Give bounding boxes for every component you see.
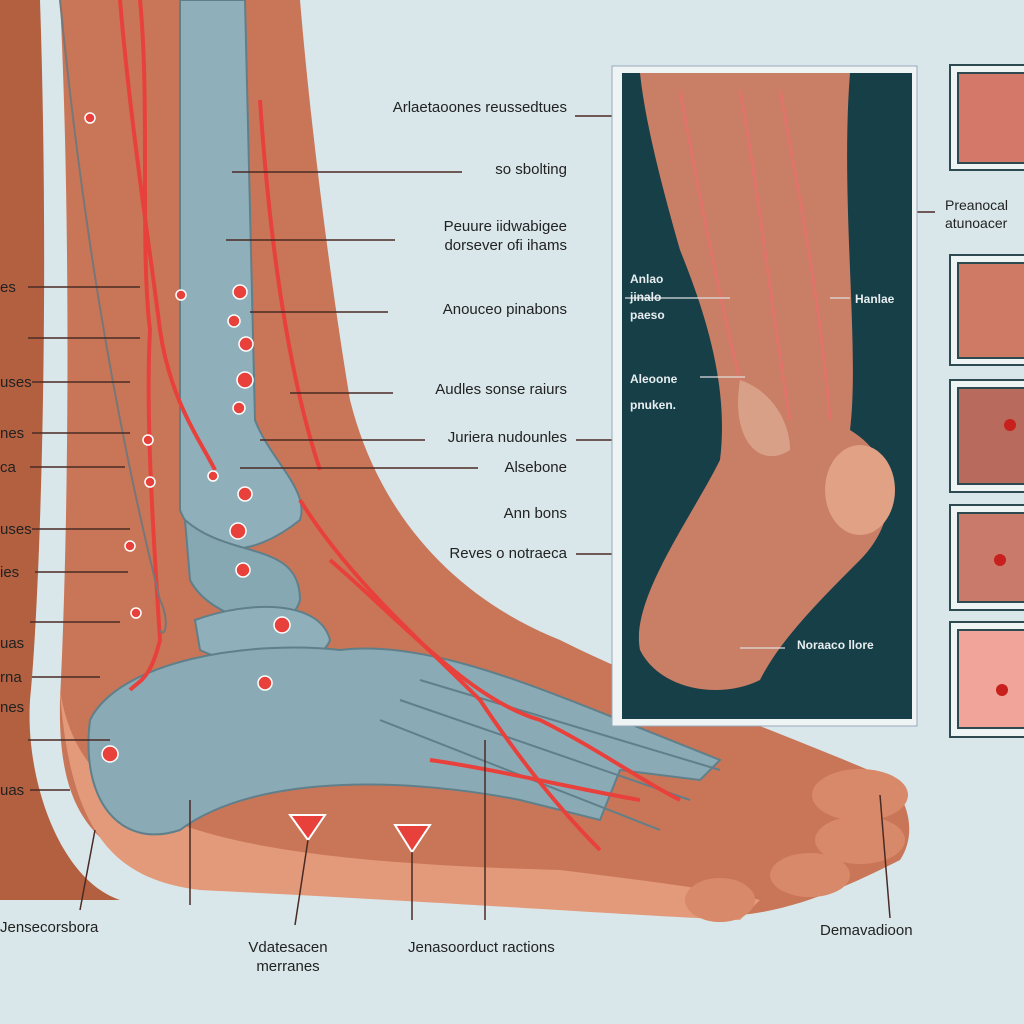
left-label: uas bbox=[0, 782, 25, 799]
main-leg-illustration bbox=[0, 0, 910, 922]
left-label: uses bbox=[0, 521, 32, 538]
label-reves: Reves o notraeca bbox=[449, 545, 567, 562]
label-preanocal: Preanocal atunoacer bbox=[945, 197, 1009, 231]
label-jensecorsbora: Jensecorsbora bbox=[0, 919, 99, 936]
inset-label-anlao: Anlao jinalo paeso bbox=[630, 272, 665, 322]
left-label: ies bbox=[0, 564, 20, 581]
label-ann-bons: Ann bons bbox=[503, 505, 567, 522]
label-juriera: Juriera nudounles bbox=[447, 429, 567, 446]
inset-label-aleoone: Aleoone pnuken. bbox=[630, 372, 678, 412]
inset-label-hanlae: Hanlae bbox=[855, 292, 895, 306]
left-label: ca bbox=[0, 459, 16, 476]
label-demavadioon: Demavadioon bbox=[820, 922, 913, 939]
label-anouceo: Anouceo pinabons bbox=[442, 301, 567, 318]
left-label: rna bbox=[0, 669, 22, 686]
inset-panel bbox=[611, 65, 918, 727]
left-label: es bbox=[0, 279, 16, 296]
inset-label-noraaco: Noraaco llore bbox=[797, 638, 874, 652]
left-label: uas bbox=[0, 635, 25, 652]
thumbnail-column bbox=[949, 64, 1024, 738]
label-jenasoorduct: Jenasoorduct ractions bbox=[408, 939, 555, 956]
label-alsebone: Alsebone bbox=[504, 459, 567, 476]
label-arlaetaoones: Arlaetaoones reussedtues bbox=[392, 99, 567, 116]
label-so-sbolting: so sbolting bbox=[495, 161, 567, 178]
left-label: nes bbox=[0, 425, 25, 442]
left-label: uses bbox=[0, 374, 32, 391]
label-vdatesacen: Vdatesacen merranes bbox=[248, 939, 328, 975]
label-audles: Audles sonse raiurs bbox=[435, 381, 567, 398]
label-peuure: Peuure iidwabigee dorsever ofi ihams bbox=[443, 218, 567, 254]
left-label: nes bbox=[0, 699, 25, 716]
